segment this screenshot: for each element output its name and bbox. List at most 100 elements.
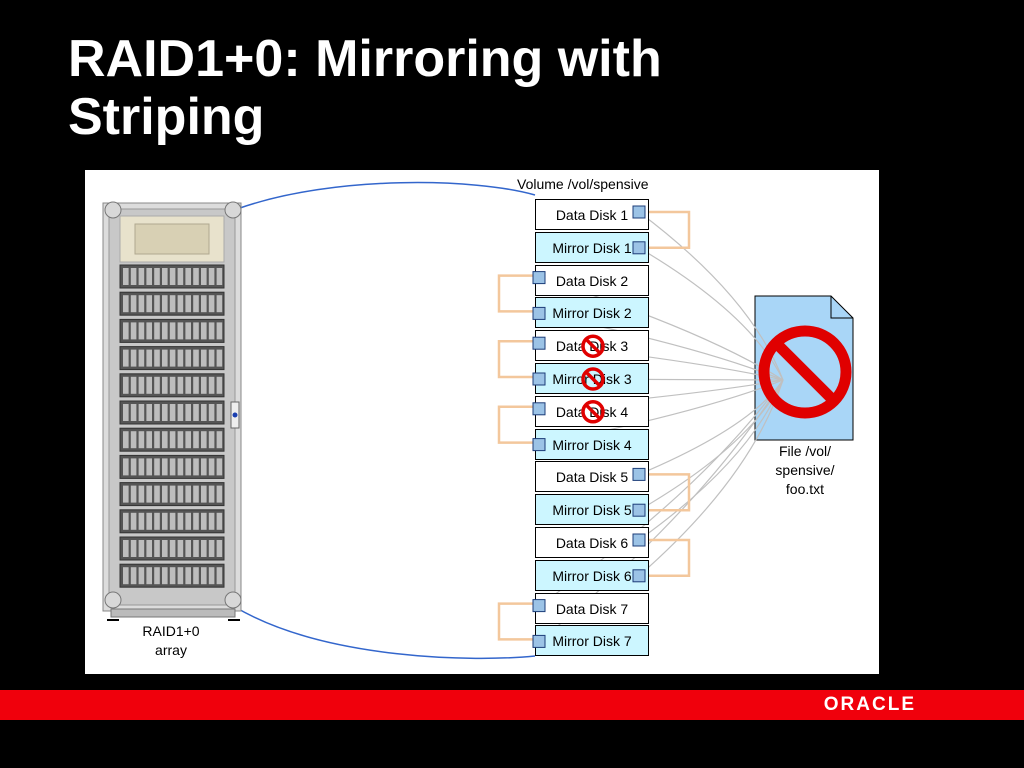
file-link [638,247,784,381]
oracle-logo: ORACLE [823,694,916,715]
drive-slot [154,485,160,503]
drive-slot [185,540,191,557]
drive-slot [201,512,207,530]
disk-13: Data Disk 7 [535,592,649,624]
drive-slot [193,322,199,340]
drive-slot [208,540,215,557]
drive-slot [185,295,191,313]
drive-slot [185,268,191,285]
volume-label: Volume /vol/spensive [517,176,649,192]
drive-slot [130,512,137,530]
file-label: File /vol/ spensive/ foo.txt [755,442,855,499]
slide-title-line-1: RAID1+0: Mirroring with [68,30,662,88]
drive-slot [169,376,176,394]
drive-slot [130,567,137,585]
drive-slot [193,567,199,585]
drive-slot [193,458,199,476]
drive-slot [138,376,145,394]
cabinet-bolt [104,591,122,609]
drive-slot [201,376,207,394]
drive-slot [193,376,199,394]
drive-slot [193,431,199,449]
drive-slot [185,512,191,530]
drive-slot [162,458,168,476]
drive-slot [216,512,223,530]
drive-slot [162,540,168,557]
drive-slot [208,349,215,367]
pair-connectors [497,210,691,641]
drive-slot [138,512,145,530]
drive-slot [201,567,207,585]
drive-slot [177,404,184,421]
drive-slot [138,431,145,449]
drive-slot [138,458,145,476]
drive-slot [169,458,176,476]
disk-3: Data Disk 2 [535,264,649,296]
drive-slot [138,295,145,313]
drive-slot [130,485,137,503]
drive-slot [216,295,223,313]
drive-slot [130,404,137,421]
drive-slot [169,349,176,367]
disk-12: Mirror Disk 6 [535,559,649,591]
drive-slot [216,485,223,503]
drive-slot [201,431,207,449]
drive-slot [177,485,184,503]
drive-slot [185,458,191,476]
drive-slot [169,322,176,340]
drive-slot [162,485,168,503]
drive-slot [154,322,160,340]
drive-slot [162,376,168,394]
drive-slot [123,295,129,313]
drive-slot [138,540,145,557]
drive-slot [123,404,129,421]
drive-slot [154,512,160,530]
drive-slot [208,268,215,285]
drive-slot [138,322,145,340]
file-label-line-2: spensive/ [775,462,835,478]
drive-slot [162,431,168,449]
drive-slot [185,404,191,421]
drive-slot [154,404,160,421]
drive-slot [201,349,207,367]
drive-slot [169,485,176,503]
pair-connector [497,274,533,313]
drive-slot [130,322,137,340]
drive-slot [216,458,223,476]
pair-connector [645,538,691,578]
drive-slot [130,376,137,394]
drive-slot [193,404,199,421]
drive-slot [169,431,176,449]
drive-slot [130,349,137,367]
drive-slot [130,458,137,476]
array-label-line-2: array [155,642,187,658]
drive-slot [193,485,199,503]
drive-slot [162,295,168,313]
cabinet-status-light [232,412,238,418]
drive-slot [146,349,152,367]
drive-slot [208,322,215,340]
drive-slot [138,349,145,367]
drive-slot [169,268,176,285]
raid-array-cabinet [102,201,242,621]
drive-slot [123,268,129,285]
disk-7: Data Disk 4 [535,395,649,427]
drive-slot [123,567,129,585]
pair-connector [497,405,533,444]
drive-slot [216,540,223,557]
cabinet-bolt [104,201,122,219]
disk-6: Mirror Disk 3 [535,363,649,394]
disk-4: Mirror Disk 2 [535,297,649,329]
drive-slot [193,295,199,313]
drive-slot [146,567,152,585]
drive-slot [123,349,129,367]
drive-slot [201,295,207,313]
drive-slot [185,322,191,340]
array-to-volume-top-link [239,181,536,209]
drive-slot [201,458,207,476]
drive-slot [193,268,199,285]
prohibited-icon [758,325,852,419]
drive-slot [162,322,168,340]
drive-slot [177,349,184,367]
drive-slot [208,404,215,421]
